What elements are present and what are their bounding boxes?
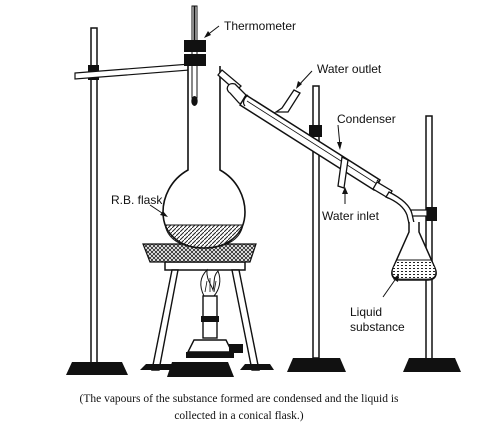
round-bottom-flask bbox=[162, 66, 246, 249]
svg-text:collected in a conical flask.): collected in a conical flask.) bbox=[174, 410, 303, 422]
svg-text:R.B. flask: R.B. flask bbox=[111, 193, 163, 207]
collected-liquid bbox=[391, 259, 437, 280]
thermometer bbox=[184, 5, 206, 106]
label-thermometer: Thermometer bbox=[204, 19, 296, 38]
right-retort-stand bbox=[403, 115, 461, 372]
label-condenser: Condenser bbox=[337, 112, 396, 150]
bunsen-burner bbox=[186, 268, 243, 358]
conical-flask bbox=[391, 222, 437, 281]
label-liquid-substance: Liquid substance bbox=[350, 274, 405, 334]
svg-text:Water outlet: Water outlet bbox=[317, 62, 382, 76]
svg-text:(The vapours of the substance: (The vapours of the substance formed are… bbox=[79, 393, 399, 405]
tripod-stand bbox=[140, 261, 274, 377]
caption: (The vapours of the substance formed are… bbox=[79, 393, 399, 422]
liebig-condenser bbox=[238, 89, 393, 199]
middle-retort-stand bbox=[287, 85, 346, 372]
svg-text:Liquid: Liquid bbox=[350, 305, 382, 319]
svg-text:Water inlet: Water inlet bbox=[322, 209, 380, 223]
label-water-inlet: Water inlet bbox=[322, 187, 380, 223]
label-water-outlet: Water outlet bbox=[296, 62, 382, 89]
label-rb-flask: R.B. flask bbox=[111, 193, 168, 217]
svg-text:substance: substance bbox=[350, 320, 405, 334]
svg-text:Condenser: Condenser bbox=[337, 112, 396, 126]
flask-liquid bbox=[164, 224, 244, 249]
svg-text:Thermometer: Thermometer bbox=[224, 19, 296, 33]
